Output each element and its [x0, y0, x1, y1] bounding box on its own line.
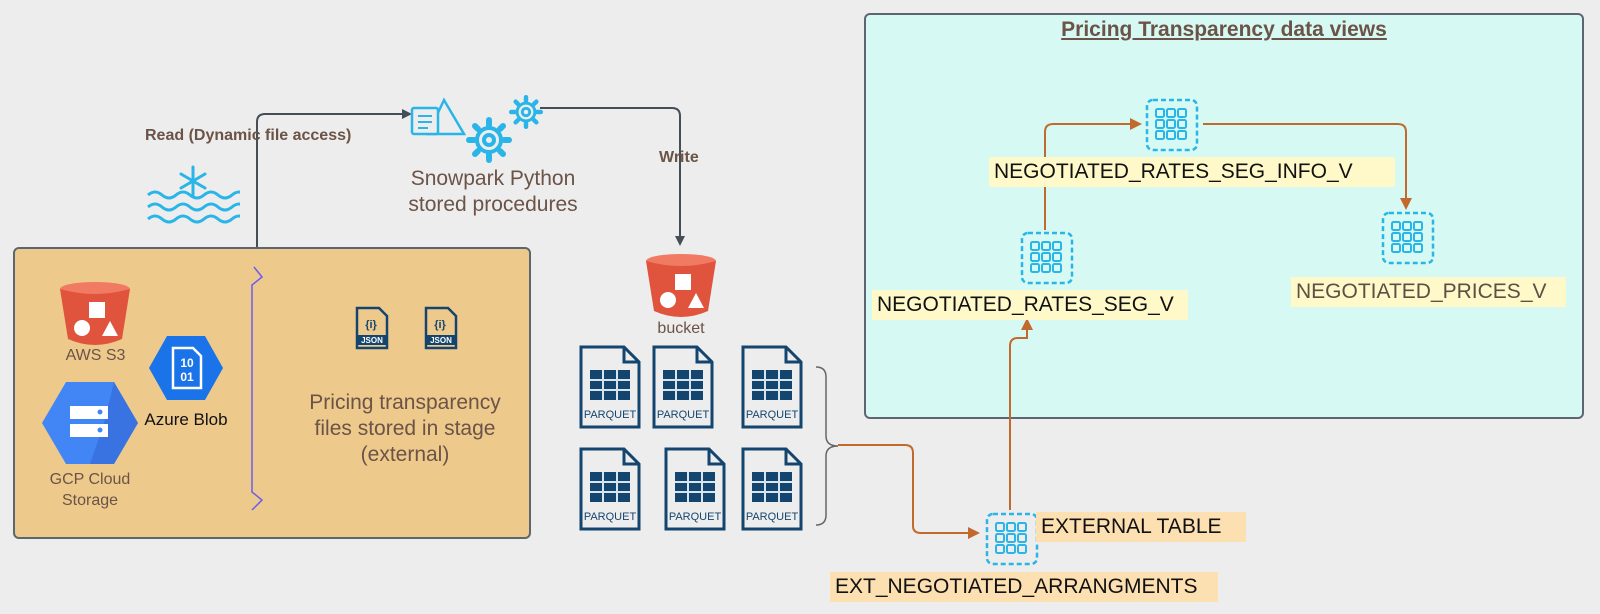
- gear-icon: [466, 117, 512, 163]
- external-table-icon: [985, 512, 1039, 566]
- json-file-icon: {i} JSON: [424, 306, 458, 350]
- parquet-file-icon: PARQUET: [740, 446, 804, 532]
- parquet-file-icon: PARQUET: [663, 446, 727, 532]
- parquet-file-label: PARQUET: [657, 409, 710, 421]
- parquet-file-icon: PARQUET: [651, 344, 715, 430]
- azure-blob-label: Azure Blob: [144, 410, 228, 429]
- seginfo-to-prices-connector: [1203, 123, 1412, 210]
- gcp-label-line1: GCP Cloud: [49, 471, 131, 488]
- notebook-mountain-icon: [410, 94, 466, 138]
- seg-view-icon: [1020, 231, 1074, 285]
- aws-s3-label: AWS S3: [65, 347, 126, 364]
- stage-divider-bracket: [251, 266, 264, 511]
- json-icon-glyph-1: {i}: [365, 319, 377, 331]
- aws-s3-bucket-icon: [58, 281, 132, 347]
- negotiated-rates-seg-info-v-label: NEGOTIATED_RATES_SEG_INFO_V: [989, 157, 1395, 187]
- parquet-brace: [815, 366, 839, 526]
- stage-description: Pricing transparency files stored in sta…: [290, 390, 520, 468]
- parquet-file-label: PARQUET: [584, 511, 637, 523]
- gcp-label: GCP Cloud Storage: [30, 469, 150, 511]
- snowflake-lake-icon: [146, 165, 240, 225]
- read-connector: [256, 109, 412, 247]
- read-edge-label: Read (Dynamic file access): [145, 127, 352, 144]
- gcp-label-line2: Storage: [61, 492, 119, 509]
- parquet-to-external-connector: [838, 444, 980, 539]
- json-icon-glyph-2: {i}: [434, 319, 446, 331]
- procedures-label-line1: Snowpark Python: [410, 167, 576, 190]
- json-icon-text-1: JSON: [361, 336, 383, 345]
- parquet-file-label: PARQUET: [746, 511, 799, 523]
- stage-description-line3: (external): [360, 443, 450, 466]
- azure-icon-text-2: 01: [180, 370, 194, 384]
- json-icon-text-2: JSON: [430, 336, 452, 345]
- bucket-label: bucket: [657, 320, 705, 337]
- seg-info-view-icon: [1145, 98, 1199, 152]
- parquet-file-label: PARQUET: [669, 511, 722, 523]
- external-table-label: EXTERNAL TABLE: [1036, 512, 1246, 542]
- parquet-file-icon: PARQUET: [740, 344, 804, 430]
- prices-view-icon: [1381, 211, 1435, 265]
- procedures-label: Snowpark Python stored procedures: [380, 166, 606, 218]
- ext-negotiated-arrangments-label: EXT_NEGOTIATED_ARRANGMENTS: [830, 572, 1218, 602]
- bucket-icon: [644, 253, 718, 319]
- stage-description-line2: files stored in stage: [314, 417, 496, 440]
- parquet-file-label: PARQUET: [584, 409, 637, 421]
- gcp-cloud-storage-icon: [42, 380, 138, 466]
- negotiated-prices-v-label: NEGOTIATED_PRICES_V: [1291, 277, 1566, 307]
- data-views-title: Pricing Transparency data views: [1061, 18, 1387, 41]
- parquet-file-icon: PARQUET: [578, 344, 642, 430]
- parquet-file-icon: PARQUET: [578, 446, 642, 532]
- external-to-seg-connector: [1009, 318, 1033, 510]
- seg-to-seginfo-connector: [1044, 118, 1142, 230]
- azure-icon-text-1: 10: [180, 356, 194, 370]
- stage-description-line1: Pricing transparency: [309, 391, 501, 414]
- write-edge-label: Write: [659, 149, 699, 166]
- data-views-panel: [864, 13, 1584, 419]
- negotiated-rates-seg-v-label: NEGOTIATED_RATES_SEG_V: [872, 290, 1188, 320]
- small-gear-icon: [509, 95, 543, 129]
- azure-blob-icon: 10 01: [149, 334, 223, 402]
- procedures-label-line2: stored procedures: [408, 193, 578, 216]
- parquet-file-label: PARQUET: [746, 409, 799, 421]
- json-file-icon: {i} JSON: [355, 306, 389, 350]
- write-connector: [540, 107, 685, 246]
